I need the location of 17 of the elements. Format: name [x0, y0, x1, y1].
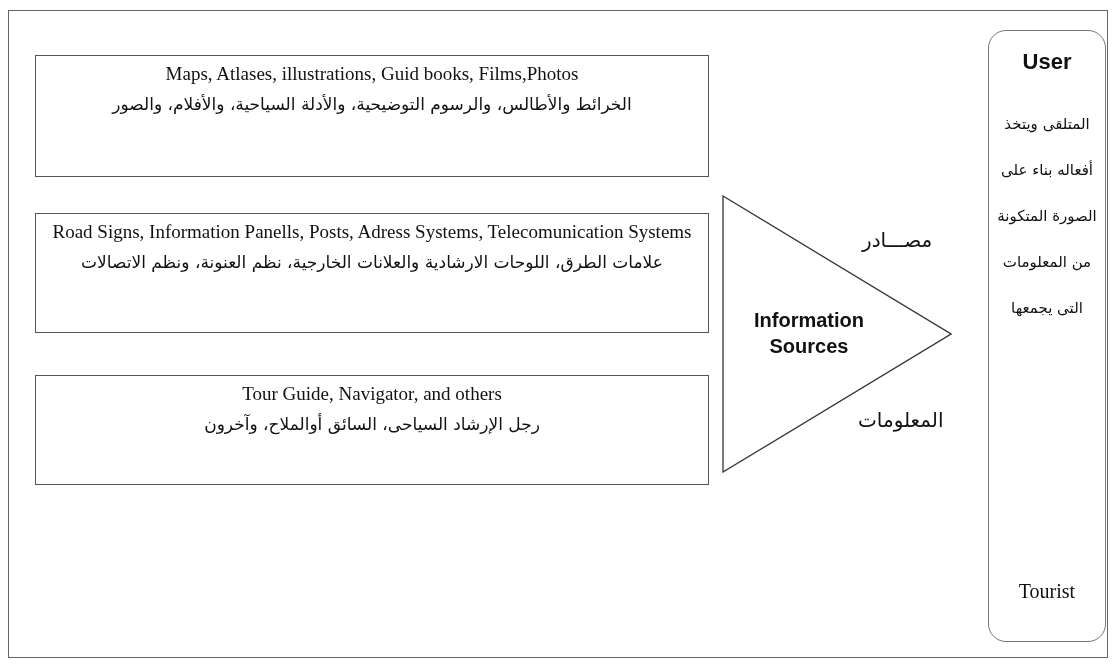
translation-text: الخرائط والأطالس، والرسوم التوضيحية، والأدلة السياحية، والأفلام، والصور: [112, 93, 632, 116]
rounded-panel: [988, 30, 1106, 642]
label-text: Tourist: [1018, 580, 1076, 603]
text-box: [35, 55, 709, 177]
label-text: Information Sources: [753, 308, 865, 359]
translation-text: علامات الطرق، اللوحات الارشادية والعلانات الخارجية، نظم العنونة، ونظم الاتصالات: [81, 251, 663, 274]
translation-text: رجل الإرشاد السياحى، السائق أوالملاح، وآخرون: [204, 412, 540, 437]
description-text: المتلقى ويتخذ أفعاله بناء على الصورة المتكونة من المعلومات التى يجمعها: [996, 114, 1098, 319]
translation-text: المعلومات: [858, 408, 944, 432]
text-box: [35, 375, 709, 485]
label-text: Maps, Atlases, illustrations, Guid books, Films,Photos: [165, 62, 579, 86]
label-text: Tour Guide, Navigator, and others: [242, 382, 502, 406]
label-text: User: [1022, 49, 1072, 75]
text-box: [35, 213, 709, 333]
label-text: Road Signs, Information Panells, Posts, Adress Systems, Telecomunication Systems: [52, 220, 692, 244]
translation-text: مصـــادر: [862, 228, 933, 252]
triangle-shape: [722, 195, 952, 473]
